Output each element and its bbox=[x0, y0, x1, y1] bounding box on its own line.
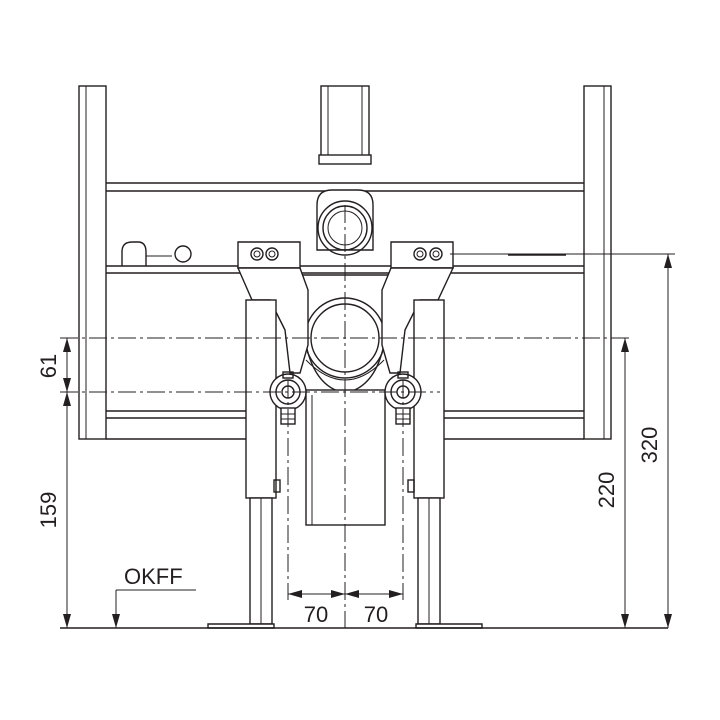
left-support-bracket bbox=[207, 241, 309, 629]
right-frame-post bbox=[583, 85, 612, 440]
dimension-220-label: 220 bbox=[594, 472, 619, 509]
dimension-220: 220 bbox=[594, 338, 629, 628]
lower-cross-rail bbox=[106, 410, 584, 440]
dimension-320: 320 bbox=[450, 253, 675, 628]
dimension-320-label: 320 bbox=[637, 427, 662, 464]
installation-frame bbox=[78, 85, 612, 440]
dimension-61: 61 bbox=[36, 338, 71, 406]
right-support-bracket bbox=[381, 241, 483, 629]
dimension-61-label: 61 bbox=[36, 354, 61, 378]
left-frame-post bbox=[78, 85, 107, 440]
center-lines bbox=[60, 205, 632, 628]
floor-level-marker: OKFF bbox=[112, 564, 196, 628]
dimension-70-left-label: 70 bbox=[304, 602, 328, 627]
dimension-70-right: 70 bbox=[345, 590, 403, 627]
dimension-159: 159 bbox=[36, 392, 71, 628]
dimension-70-right-label: 70 bbox=[364, 602, 388, 627]
floor-level-label: OKFF bbox=[124, 564, 183, 589]
dimension-159-label: 159 bbox=[36, 492, 61, 529]
cistern-connector bbox=[121, 241, 192, 266]
dimension-70-left: 70 bbox=[288, 590, 345, 627]
